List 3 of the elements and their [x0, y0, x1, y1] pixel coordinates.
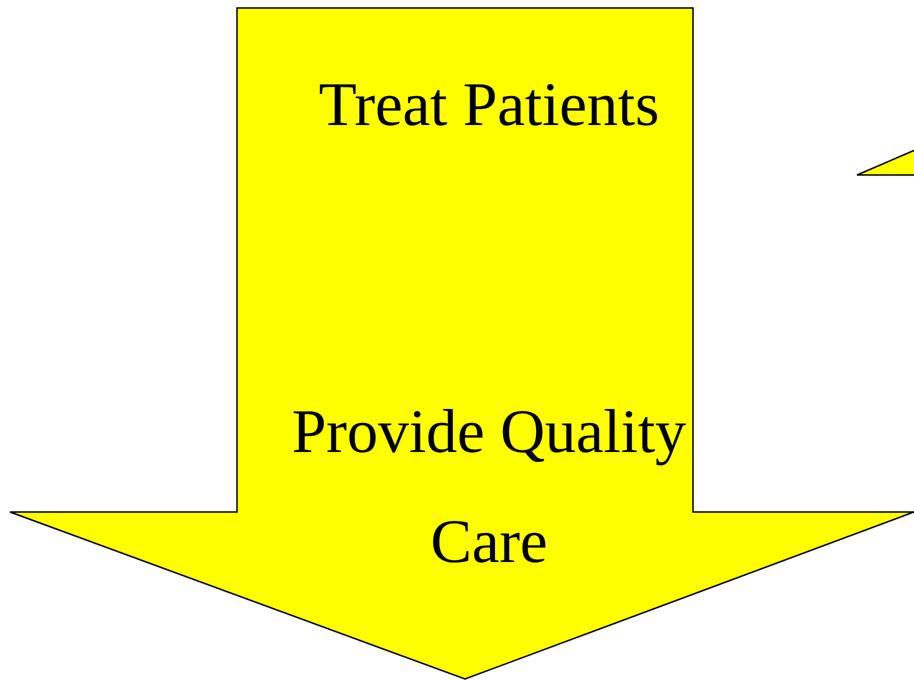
node-text: Treat Patients [318, 70, 660, 141]
down-arrow-shape [9, 7, 914, 680]
node-text: Provide Quality Care [290, 397, 688, 578]
